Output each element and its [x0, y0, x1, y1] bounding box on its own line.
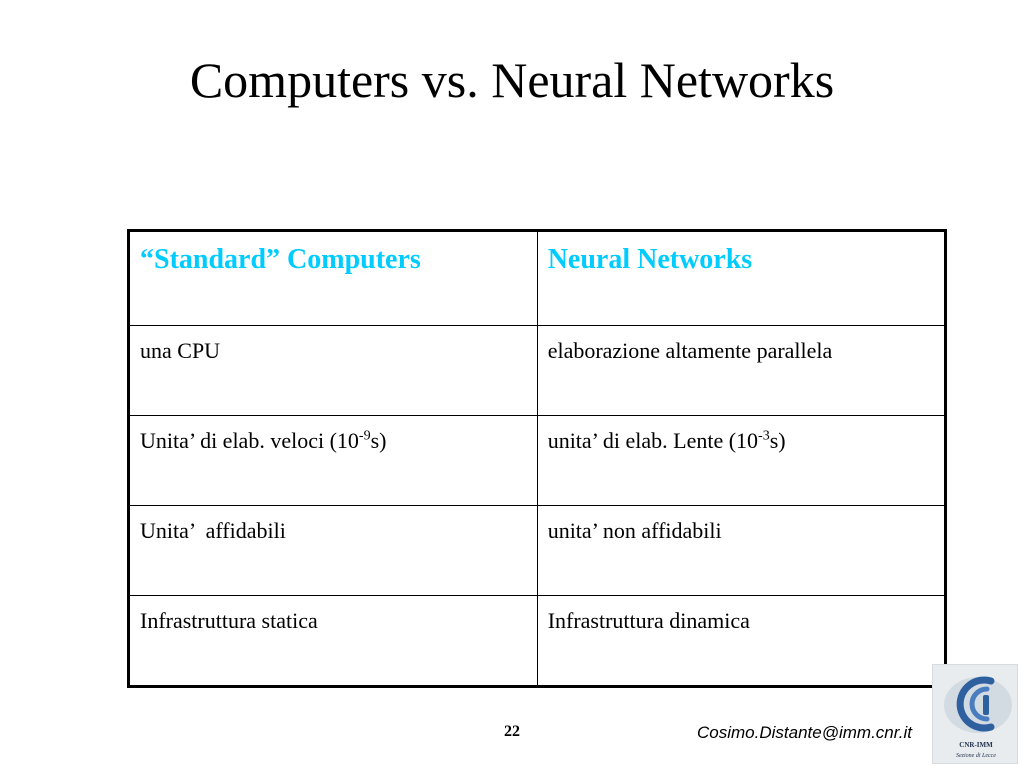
table-row: Unita’ affidabili unita’ non affidabili: [128, 505, 947, 596]
table-cell: Unita’ di elab. veloci (10-9s): [128, 415, 538, 506]
comparison-table: “Standard” Computers Neural Networks una…: [127, 229, 947, 688]
cell-text: elaborazione altamente parallela: [547, 338, 833, 363]
table-cell: Infrastruttura dinamica: [536, 595, 947, 687]
cell-text-suffix: s): [769, 428, 786, 453]
table-header-row: “Standard” Computers Neural Networks: [128, 230, 947, 326]
page-number: 22: [504, 723, 520, 740]
cell-text-suffix: s): [370, 428, 387, 453]
table-cell: unita’ non affidabili: [536, 505, 947, 596]
cell-text: una CPU: [140, 338, 221, 363]
table-row: una CPU elaborazione altamente parallela: [128, 325, 947, 416]
header-neural-networks: Neural Networks: [536, 230, 947, 326]
cell-text: Unita’ di elab. veloci (10: [140, 428, 359, 453]
table-cell: unita’ di elab. Lente (10-3s): [536, 415, 947, 506]
cell-text: unita’ non affidabili: [547, 518, 722, 543]
cell-text: Unita’ affidabili: [140, 518, 286, 543]
logo-label: CNR-IMM: [959, 741, 993, 749]
cnr-imm-logo-mark: CNR-IMM Sezione di Lecce: [944, 676, 1012, 759]
table-cell: una CPU: [128, 325, 538, 416]
author-email: Cosimo.Distante@imm.cnr.it: [697, 723, 912, 742]
slide-title: Computers vs. Neural Networks: [189, 52, 835, 108]
table-row: Unita’ di elab. veloci (10-9s) unita’ di…: [128, 415, 947, 506]
cnr-imm-logo: CNR-IMM Sezione di Lecce: [932, 664, 1018, 764]
table-cell: Infrastruttura statica: [128, 595, 538, 687]
cell-text: Infrastruttura dinamica: [547, 608, 750, 633]
header-standard-computers: “Standard” Computers: [128, 230, 538, 326]
table-row: Infrastruttura statica Infrastruttura di…: [128, 595, 947, 687]
table-cell: Unita’ affidabili: [128, 505, 538, 596]
exponent: -9: [358, 428, 371, 444]
logo-sublabel: Sezione di Lecce: [956, 753, 996, 759]
cell-text: Infrastruttura statica: [140, 608, 318, 633]
table-cell: elaborazione altamente parallela: [536, 325, 947, 416]
cell-text: unita’ di elab. Lente (10: [547, 428, 759, 453]
exponent: -3: [758, 428, 770, 444]
